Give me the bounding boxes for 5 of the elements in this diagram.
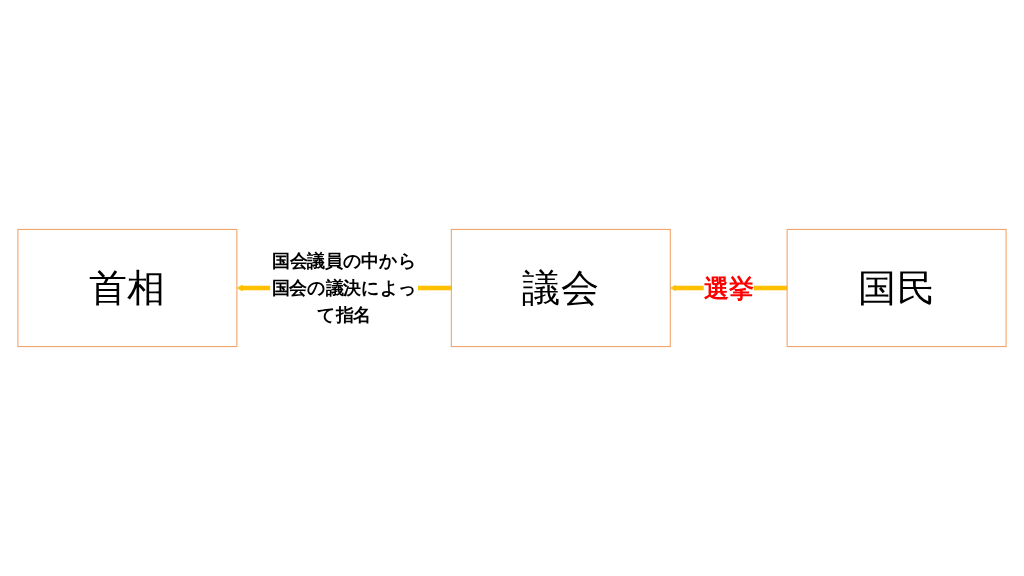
edge-label: 国会議員の中から国会の議決によって指名 <box>271 251 417 325</box>
node-box: 議会 <box>450 228 671 348</box>
node-box: 首相 <box>17 228 238 348</box>
node-box: 国民 <box>786 228 1007 348</box>
edge-label: 選挙 <box>703 272 754 303</box>
